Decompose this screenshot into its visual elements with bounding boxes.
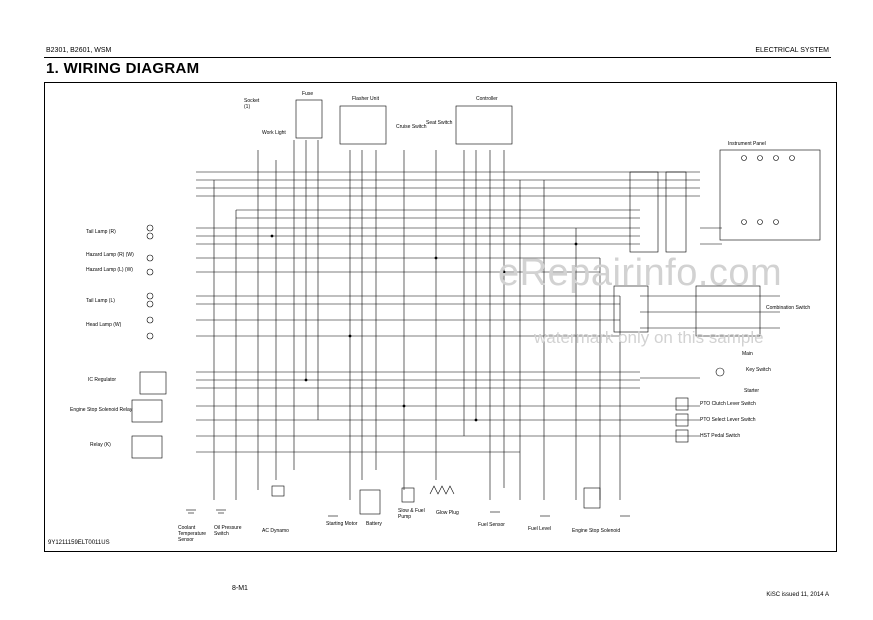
label-combination-switch: Combination Switch: [766, 305, 811, 311]
label-hst-pedal-switch: HST Pedal Switch: [700, 433, 741, 439]
label-ac-dynamo: AC Dynamo: [262, 528, 289, 534]
label-cruise-switch: Cruise Switch: [396, 124, 427, 130]
label-coolant-temp-sensor: Coolant Temperature Sensor: [178, 525, 207, 543]
wires: [196, 140, 780, 500]
label-pto-clutch-lever-switch: PTO Clutch Lever Switch: [700, 401, 756, 407]
diagram-frame: [44, 82, 837, 552]
label-engine-stop-relay: Engine Stop Solenoid Relay: [70, 407, 133, 413]
lamp-symbols: [146, 155, 795, 377]
page-number: 8-M1: [232, 585, 248, 592]
watermark-site: eRepairinfo.com: [498, 252, 783, 294]
label-starting-motor: Starting Motor: [326, 521, 358, 527]
label-engine-stop-solenoid: Engine Stop Solenoid: [572, 528, 621, 534]
label-fuel-sensor: Fuel Sensor: [478, 522, 505, 528]
document-id: 9Y1211159ELT0011US: [48, 540, 110, 546]
label-tail-lamp-l: Tail Lamp (L): [86, 298, 115, 304]
label-ic-regulator: IC Regulator: [88, 377, 117, 383]
label-fuse: Fuse: [302, 91, 314, 97]
component-boxes: [131, 99, 821, 515]
label-relay-k: Relay (K): [90, 442, 111, 448]
ground-symbols: [186, 485, 630, 517]
label-work-light: Work Light: [262, 130, 286, 136]
header-rule: [44, 57, 831, 58]
label-pto-select-lever-switch: PTO Select Lever Switch: [700, 417, 756, 423]
label-socket: Socket (1): [244, 98, 260, 110]
label-hazard-lamp-l: Hazard Lamp (L) (W): [86, 267, 133, 273]
issued-note: KiSC issued 11, 2014 A: [766, 592, 829, 598]
watermark-note: watermark only on this sample: [534, 328, 764, 347]
label-hazard-lamp-r: Hazard Lamp (R) (W): [86, 252, 134, 258]
label-flasher-unit: Flasher Unit: [352, 96, 379, 102]
label-controller: Controller: [476, 96, 498, 102]
label-fuel-level: Fuel Level: [528, 526, 552, 532]
label-battery: Battery: [366, 521, 382, 527]
label-slow-fuel-pump: Slow & Fuel Pump: [398, 508, 425, 520]
page-title: 1. WIRING DIAGRAM: [46, 60, 200, 77]
header-models: B2301, B2601, WSM: [46, 47, 112, 54]
label-oil-pressure-switch: Oil Pressure Switch: [214, 525, 242, 537]
label-main: Main: [742, 351, 753, 357]
label-head-lamp: Head Lamp (W): [86, 322, 122, 328]
label-glow-plug: Glow Plug: [436, 510, 459, 516]
label-seat-switch: Seat Switch: [426, 120, 453, 126]
header-section: ELECTRICAL SYSTEM: [755, 47, 829, 54]
label-starter: Starter: [744, 388, 760, 394]
label-instrument-panel: Instrument Panel: [728, 141, 766, 147]
label-tail-lamp-r: Tail Lamp (R): [86, 229, 116, 235]
junction-dots: [270, 234, 578, 422]
label-key-switch: Key Switch: [746, 367, 771, 373]
